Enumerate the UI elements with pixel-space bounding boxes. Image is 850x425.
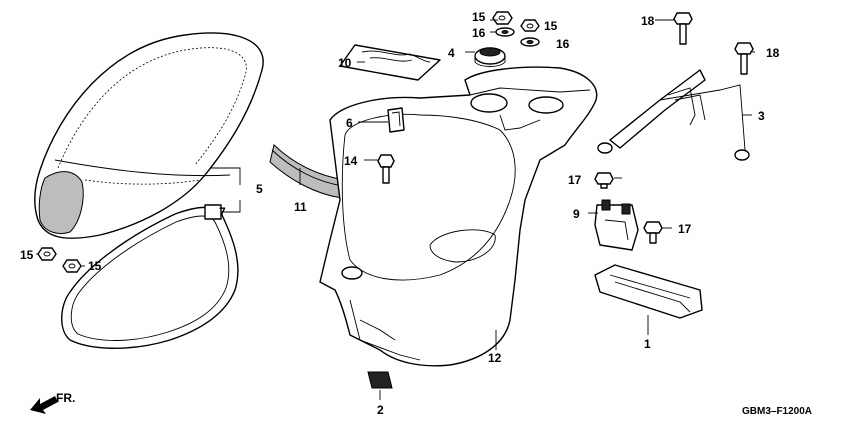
luggage-box (319, 66, 598, 367)
seat (34, 32, 264, 239)
document-bag (339, 44, 441, 81)
nut-top-right (520, 19, 540, 32)
diagram-code: GBM3–F1200A (742, 406, 812, 417)
callout-9: 9 (573, 207, 580, 221)
callout-17: 17 (678, 222, 692, 236)
callout-15: 15 (472, 10, 486, 24)
seat-seal (61, 204, 239, 349)
callout-6: 6 (346, 116, 353, 130)
callout-3: 3 (758, 109, 765, 123)
washer-top-left (495, 27, 515, 37)
callout-15: 15 (20, 248, 34, 262)
callout-1: 1 (644, 337, 651, 351)
callout-15: 15 (88, 259, 102, 273)
callout-11: 11 (294, 200, 307, 214)
callout-14: 14 (344, 154, 358, 168)
bolt-14 (377, 154, 395, 184)
callout-16: 16 (472, 26, 486, 40)
callout-7: 7 (219, 205, 226, 219)
bolt-17-lower (643, 221, 663, 244)
nut-top-left (492, 11, 513, 25)
callout-15: 15 (544, 19, 558, 33)
rear-bracket (597, 69, 750, 161)
front-marker: FR. (56, 391, 75, 405)
callout-16: 16 (556, 37, 570, 51)
callout-5: 5 (256, 182, 263, 196)
callout-4: 4 (448, 46, 455, 60)
nut-left-1 (37, 247, 57, 261)
nut-left-2 (62, 259, 82, 273)
small-clip (367, 371, 393, 389)
callout-12: 12 (488, 351, 502, 365)
mount-bracket (594, 199, 639, 251)
callout-17: 17 (568, 173, 582, 187)
callout-2: 2 (377, 403, 384, 417)
callout-10: 10 (338, 56, 352, 70)
callout-18: 18 (766, 46, 780, 60)
callout-18: 18 (641, 14, 655, 28)
grommet (474, 47, 506, 67)
washer-top-right (520, 37, 540, 47)
tray (594, 264, 703, 319)
bolt-18-top (673, 12, 693, 45)
front-arrow-icon (30, 396, 58, 414)
clip (387, 107, 405, 133)
bolt-18-right (734, 42, 754, 75)
bolt-17-upper (594, 172, 614, 189)
leader-lines (36, 19, 755, 400)
